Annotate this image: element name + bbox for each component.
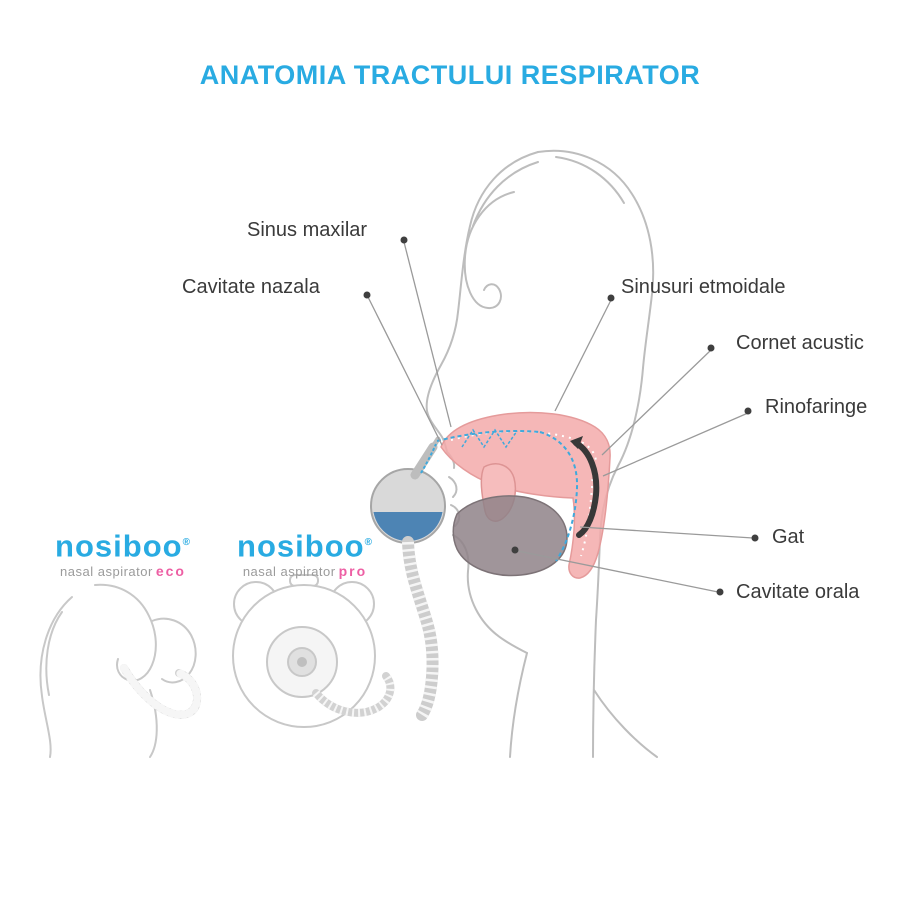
- pharynx-pink-shape: [440, 411, 611, 579]
- eco-parent-face: [94, 583, 157, 682]
- leader-sinusuri-etmoidale: [554, 299, 612, 412]
- airflow-arrows: [420, 428, 579, 562]
- airflow-device-path: [420, 443, 437, 474]
- eco-parent-chin: [116, 658, 129, 681]
- dot-sinusuri-etmoidale: [607, 294, 615, 302]
- pharynx-midline-dotted-2: [580, 471, 594, 557]
- dot-cornet-acustic: [707, 344, 715, 352]
- pro-product-sketch: [232, 574, 395, 728]
- brand-pro-trademark: ®: [364, 537, 373, 548]
- brand-eco-logo: nosiboo®: [33, 527, 213, 562]
- dot-cavitate-orala: [716, 588, 724, 596]
- leader-dots: [363, 236, 759, 596]
- label-gat: Gat: [772, 526, 805, 548]
- label-cavitate-orala: Cavitate orala: [736, 581, 860, 603]
- eco-parent-hair-inner: [45, 611, 63, 696]
- brand-pro-name: nosiboo: [237, 528, 365, 564]
- head-top-back-line: [537, 149, 655, 369]
- eco-child-head: [151, 617, 197, 684]
- leader-cornet-acustic: [601, 349, 712, 456]
- leader-sinus-maxilar: [403, 241, 452, 428]
- upper-lip-line: [448, 476, 458, 498]
- face-profile-line: [425, 151, 539, 453]
- aspirator-device: [370, 436, 446, 721]
- brand-eco-trademark: ®: [182, 537, 191, 548]
- label-cornet-acustic: Cornet acustic: [736, 332, 864, 354]
- dot-oral-cavity-target: [511, 546, 519, 554]
- brand-eco-variant: eco: [155, 563, 186, 580]
- aspirator-tube-corrugation: [402, 541, 439, 719]
- airflow-nasal-path: [436, 430, 541, 442]
- page-title: ANATOMIA TRACTULUI RESPIRATOR: [199, 60, 701, 90]
- label-cavitate-nazala: Cavitate nazala: [182, 276, 320, 298]
- label-sinus-maxilar: Sinus maxilar: [247, 219, 368, 241]
- pro-face-center: [297, 657, 307, 667]
- front-neck-line: [509, 652, 528, 758]
- top-hair-line: [555, 156, 625, 204]
- airflow-zigzag: [461, 428, 518, 449]
- label-rinofaringe: Rinofaringe: [765, 396, 868, 418]
- leader-lines: [367, 241, 754, 593]
- brand-eco-subtitle-text: nasal aspirator: [60, 564, 153, 580]
- brand-pro-variant: pro: [338, 563, 368, 580]
- leader-cavitate-nazala: [367, 296, 443, 446]
- pro-tube-corrugation: [312, 673, 395, 717]
- eco-product-sketch: [39, 583, 202, 758]
- eco-parent-hair-outer: [39, 596, 73, 758]
- nasal-pharynx-region: [440, 411, 611, 579]
- hair-curl-line: [463, 191, 515, 310]
- eco-tube-corrugation: [120, 664, 202, 719]
- aspirator-tip-nozzle: [428, 436, 441, 453]
- hair-strand-line: [472, 161, 539, 227]
- brand-pro-subtitle-text: nasal aspirator: [242, 564, 336, 580]
- oral-cavity-shape: [452, 495, 568, 577]
- label-sinusuri-etmoidale: Sinusuri etmoidale: [621, 276, 786, 298]
- brand-pro-logo: nosiboo®: [225, 527, 385, 562]
- aspirator-tube: [402, 536, 439, 721]
- brand-eco-name: nosiboo: [55, 528, 183, 564]
- dot-gat: [751, 534, 759, 542]
- pharynx-midline-dotted: [450, 430, 597, 462]
- airflow-throat-path: [539, 431, 579, 562]
- dot-sinus-maxilar: [400, 236, 408, 244]
- dot-rinofaringe: [744, 407, 752, 415]
- leader-gat: [579, 526, 754, 539]
- dot-cavitate-nazala: [363, 291, 371, 299]
- shoulder-line: [593, 689, 658, 758]
- leader-rinofaringe: [602, 412, 749, 477]
- leader-cavitate-orala: [517, 550, 719, 593]
